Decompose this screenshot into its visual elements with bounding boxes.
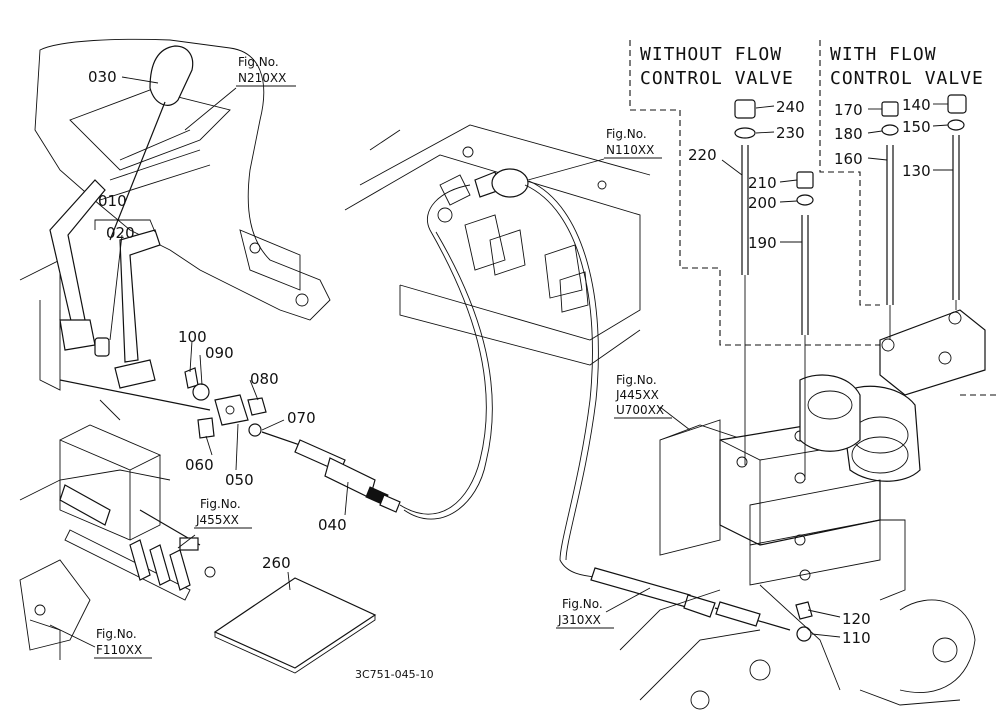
with-flow-line1: WITH FLOW	[830, 44, 937, 65]
callout-220: 220	[688, 146, 717, 164]
callout-070: 070	[287, 409, 316, 427]
figref-j445-label: Fig.No.	[616, 373, 657, 387]
figref-j310-code: J310XX	[557, 613, 601, 627]
fender-body	[19, 38, 331, 501]
leader-lines	[49, 76, 953, 648]
callout-240: 240	[776, 98, 805, 116]
variant-headings: WITHOUT FLOW CONTROL VALVE WITH FLOW CON…	[640, 44, 984, 89]
figref-n110-label: Fig.No.	[606, 127, 647, 141]
figref-n210-code: N210XX	[238, 71, 286, 85]
callout-130: 130	[902, 162, 931, 180]
figref-f110-label: Fig.No.	[96, 627, 137, 641]
figref-j455-label: Fig.No.	[200, 497, 241, 511]
callout-010: 010	[98, 192, 127, 210]
callouts: 030 010 020 100 090 080 070 060 050 040 …	[88, 68, 931, 647]
callout-170: 170	[834, 101, 863, 119]
control-lever	[39, 179, 211, 421]
figref-j310-label: Fig.No.	[562, 597, 603, 611]
callout-120: 120	[842, 610, 871, 628]
callout-080: 080	[250, 370, 279, 388]
manual-booklet	[213, 577, 377, 674]
callout-180: 180	[834, 125, 863, 143]
cover-plate	[879, 309, 986, 396]
callout-050: 050	[225, 471, 254, 489]
valve-assembly	[619, 374, 976, 710]
figref-j455-code: J455XX	[195, 513, 239, 527]
callout-150: 150	[902, 118, 931, 136]
callout-110: 110	[842, 629, 871, 647]
pedal-bracket	[19, 424, 216, 660]
figref-f110-code: F110XX	[96, 643, 142, 657]
figref-j445-code: J445XX	[615, 388, 659, 402]
figref-u700-code: U700XX	[616, 403, 664, 417]
callout-190: 190	[748, 234, 777, 252]
callout-140: 140	[902, 96, 931, 114]
without-flow-line1: WITHOUT FLOW	[640, 44, 782, 65]
cable-end-hardware	[184, 367, 267, 439]
figure-references: Fig.No. N210XX Fig.No. N110XX Fig.No. J4…	[94, 55, 672, 659]
control-cable	[261, 184, 493, 520]
variant-boxes	[629, 40, 1000, 396]
without-flow-line2: CONTROL VALVE	[640, 68, 794, 89]
callout-020: 020	[106, 224, 135, 242]
with-flow-line2: CONTROL VALVE	[830, 68, 984, 89]
figure-code: 3C751-045-10	[355, 668, 434, 681]
callout-060: 060	[185, 456, 214, 474]
figref-n110-code: N110XX	[606, 143, 654, 157]
studs	[734, 94, 967, 480]
callout-210: 210	[748, 174, 777, 192]
callout-090: 090	[205, 344, 234, 362]
callout-030: 030	[88, 68, 117, 86]
callout-200: 200	[748, 194, 777, 212]
callout-230: 230	[776, 124, 805, 142]
callout-100: 100	[178, 328, 207, 346]
control-knob	[109, 45, 194, 241]
callout-040: 040	[318, 516, 347, 534]
figref-n210-label: Fig.No.	[238, 55, 279, 69]
callout-260: 260	[262, 554, 291, 572]
frame-panel	[344, 124, 651, 366]
valve-cable	[524, 180, 813, 642]
callout-160: 160	[834, 150, 863, 168]
